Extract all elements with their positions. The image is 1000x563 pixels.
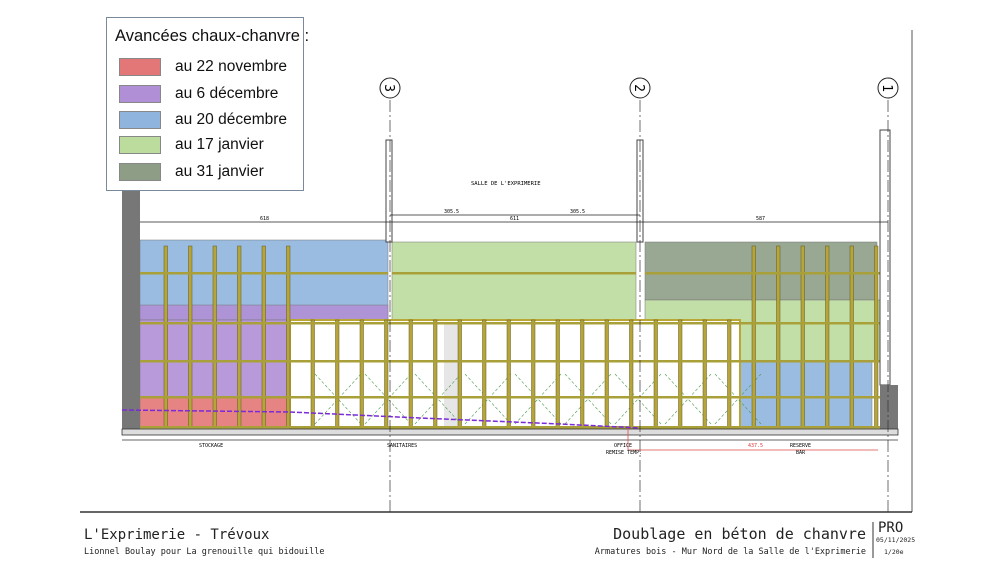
legend-swatch [119,111,161,129]
legend-title: Avancées chaux-chanvre : [115,27,310,45]
zone-17-jan-center [391,241,637,321]
red-dimension-line [627,428,878,451]
wood-rail [140,322,880,325]
legend-swatch [119,136,161,154]
wood-stud [506,319,511,429]
wood-stud [310,319,315,429]
axis-bubble [877,77,899,99]
wood-stud [629,319,634,429]
legend-item-20-dec: au 20 décembre [119,111,299,131]
brace-line [514,373,562,425]
date: 05/11/2025 [876,536,916,544]
wood-stud [604,319,609,429]
room-title: SALLE DE L'EXPRIMERIE [471,181,541,187]
brace-line [464,373,512,425]
legend-swatch [119,163,161,181]
left-wall [122,190,140,435]
right-wall [880,385,898,435]
axis-label: 1 [879,84,894,92]
brace-line [514,373,562,425]
red-dimension-label: 437.5 [748,443,763,449]
room-stockage: STOCKAGE [199,443,223,449]
wood-stud [384,319,389,429]
legend-swatch [119,85,161,103]
axis-bubble [629,77,651,99]
conduit-line [121,409,641,429]
wood-stud [678,319,683,429]
room-office: OFFICE [614,443,632,449]
legend-label: au 22 novembre [175,58,288,75]
author: Lionnel Boulay pour La grenouille qui bi… [84,547,325,557]
legend-label: au 31 janvier [175,163,264,180]
wood-stud [335,319,340,429]
progress-legend: Avancées chaux-chanvre : au 22 novembre … [106,17,309,191]
room-bar: BAR [796,450,806,456]
room-sanitaires: SANITAIRES [387,443,417,449]
zone-31-jan [644,241,878,301]
wood-stud [702,319,707,429]
legend-item-17-jan: au 17 janvier [119,136,299,156]
wood-stud [653,319,658,429]
wood-rail [392,272,636,275]
dim-305-left: 305.5 [444,209,459,215]
brace-line [364,373,412,425]
wood-rail [645,272,880,275]
brace-line [464,373,512,425]
brace-line [364,373,412,425]
hatched-post [444,322,462,426]
wood-rail [140,272,388,275]
wood-stud [408,319,413,429]
phase: PRO [878,520,904,536]
legend-item-22-nov: au 22 novembre [119,58,299,78]
dim-611: 611 [510,216,519,222]
wood-stud [531,319,536,429]
brace-line [414,373,462,425]
floor-slab [121,428,899,436]
wood-stud [457,319,462,429]
cross-bracing [314,373,762,425]
wood-stud [555,319,560,429]
project-name: L'Exprimerie - Trévoux [84,527,270,543]
wood-rail [140,426,880,429]
legend-label: au 17 janvier [175,136,264,153]
brace-line [564,373,612,425]
brace-line [614,373,662,425]
drawing-title: Doublage en béton de chanvre [613,525,866,543]
dim-305-right: 305.5 [570,209,585,215]
dim-618: 618 [260,216,269,222]
wood-stud [580,319,585,429]
wood-rail [140,396,880,399]
wood-rails [140,272,880,429]
drawing-subtitle: Armatures bois - Mur Nord de la Salle de… [594,547,866,557]
right-post [879,129,891,386]
legend-label: au 6 décembre [175,85,279,102]
legend-item-6-dec: au 6 décembre [119,85,299,105]
axis-bubble [379,77,401,99]
grid-axes: 3 2 1 [379,77,899,512]
wood-stud [359,319,364,429]
wood-rail [140,360,880,363]
wood-stud [727,319,732,429]
brace-line [614,373,662,425]
wood-stud [433,319,438,429]
legend-swatch [119,58,161,76]
axis-label: 3 [381,84,396,92]
brace-line [314,373,362,425]
brace-line [414,373,462,425]
brace-line [564,373,612,425]
legend-label: au 20 décembre [175,111,288,128]
room-remise: REMISE TEMP. [606,450,642,456]
scale: 1/20e [884,548,904,556]
post-axis-3 [385,139,393,243]
room-reserve: RESERVE [790,443,811,449]
axis-label: 2 [631,84,646,92]
wood-stud [482,319,487,429]
dim-587: 587 [756,216,765,222]
legend-item-31-jan: au 31 janvier [119,163,299,183]
